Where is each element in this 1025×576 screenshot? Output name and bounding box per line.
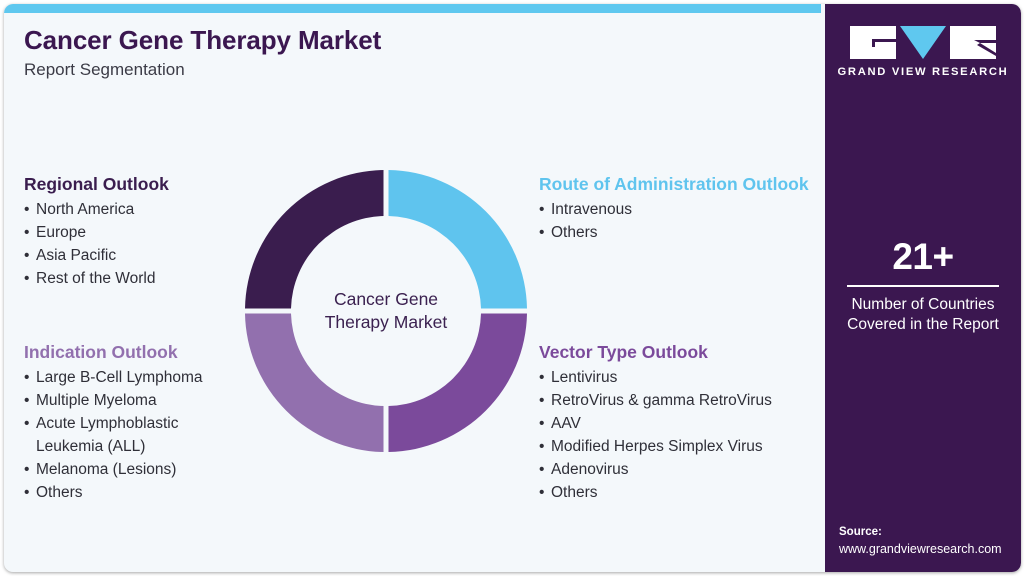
header: Cancer Gene Therapy Market Report Segmen… bbox=[24, 25, 784, 80]
logo-g-icon bbox=[850, 26, 896, 59]
logo-wordmark: GRAND VIEW RESEARCH bbox=[837, 66, 1009, 78]
list-item: RetroVirus & gamma RetroVirus bbox=[539, 389, 829, 412]
segment-vector-type-outlook: Vector Type Outlook Lentivirus RetroViru… bbox=[539, 342, 829, 505]
source-label: Source: bbox=[839, 525, 882, 538]
segment-title-indication: Indication Outlook bbox=[24, 342, 178, 362]
list-item: AAV bbox=[539, 412, 829, 435]
segment-list-indication: Large B-Cell Lymphoma Multiple Myeloma A… bbox=[24, 366, 264, 505]
stat-block: 21+ Number of Countries Covered in the R… bbox=[835, 238, 1011, 335]
segment-list-vector: Lentivirus RetroVirus & gamma RetroVirus… bbox=[539, 366, 829, 505]
list-item: Others bbox=[539, 221, 819, 244]
segment-list-route: Intravenous Others bbox=[539, 198, 819, 244]
list-item: Others bbox=[24, 481, 264, 504]
source-url[interactable]: www.grandviewresearch.com bbox=[839, 541, 1002, 556]
donut-chart-svg bbox=[245, 170, 527, 452]
stat-divider bbox=[847, 285, 999, 287]
segment-list-regional: North America Europe Asia Pacific Rest o… bbox=[24, 198, 254, 290]
list-item: Others bbox=[539, 481, 829, 504]
source-block: Source: www.grandviewresearch.com bbox=[839, 524, 1019, 558]
donut-slice-vector bbox=[388, 313, 527, 452]
segment-title-regional: Regional Outlook bbox=[24, 174, 169, 194]
logo-v-triangle-icon bbox=[900, 26, 946, 59]
page-subtitle: Report Segmentation bbox=[24, 59, 185, 79]
logo-r-icon bbox=[950, 26, 996, 59]
donut-slice-route bbox=[388, 170, 527, 309]
list-item: Lentivirus bbox=[539, 366, 829, 389]
top-accent-bar bbox=[4, 4, 821, 13]
list-item: Adenovirus bbox=[539, 458, 829, 481]
segment-regional-outlook: Regional Outlook North America Europe As… bbox=[24, 174, 254, 290]
right-panel: GRAND VIEW RESEARCH 21+ Number of Countr… bbox=[825, 4, 1021, 572]
stat-number: 21+ bbox=[892, 236, 954, 277]
logo-mark bbox=[850, 26, 996, 59]
list-item-continuation: Leukemia (ALL) bbox=[36, 438, 146, 456]
segment-title-vector: Vector Type Outlook bbox=[539, 342, 708, 362]
donut-slice-indication bbox=[245, 313, 384, 452]
list-item: North America bbox=[24, 198, 254, 221]
stat-label: Number of Countries Covered in the Repor… bbox=[835, 295, 1011, 335]
brand-logo: GRAND VIEW RESEARCH bbox=[825, 26, 1021, 78]
donut-slice-regional bbox=[245, 170, 384, 309]
list-item: Multiple Myeloma bbox=[24, 389, 264, 412]
list-item: Modified Herpes Simplex Virus bbox=[539, 435, 829, 458]
stat-label-line-2: Covered in the Report bbox=[847, 315, 999, 333]
donut-chart: Cancer Gene Therapy Market bbox=[245, 170, 527, 452]
list-item: Asia Pacific bbox=[24, 244, 254, 267]
list-item: Acute Lymphoblastic bbox=[24, 412, 264, 435]
list-item: Melanoma (Lesions) bbox=[24, 458, 264, 481]
segment-route-of-administration-outlook: Route of Administration Outlook Intraven… bbox=[539, 174, 819, 244]
page-title: Cancer Gene Therapy Market bbox=[24, 25, 382, 55]
stat-label-line-1: Number of Countries bbox=[851, 295, 995, 313]
infographic-card: Cancer Gene Therapy Market Report Segmen… bbox=[4, 4, 1021, 572]
list-item: Europe bbox=[24, 221, 254, 244]
segment-title-route: Route of Administration Outlook bbox=[539, 174, 809, 194]
list-item: Intravenous bbox=[539, 198, 819, 221]
list-item: Large B-Cell Lymphoma bbox=[24, 366, 264, 389]
segment-indication-outlook: Indication Outlook Large B-Cell Lymphoma… bbox=[24, 342, 264, 505]
list-item: Rest of the World bbox=[24, 267, 254, 290]
